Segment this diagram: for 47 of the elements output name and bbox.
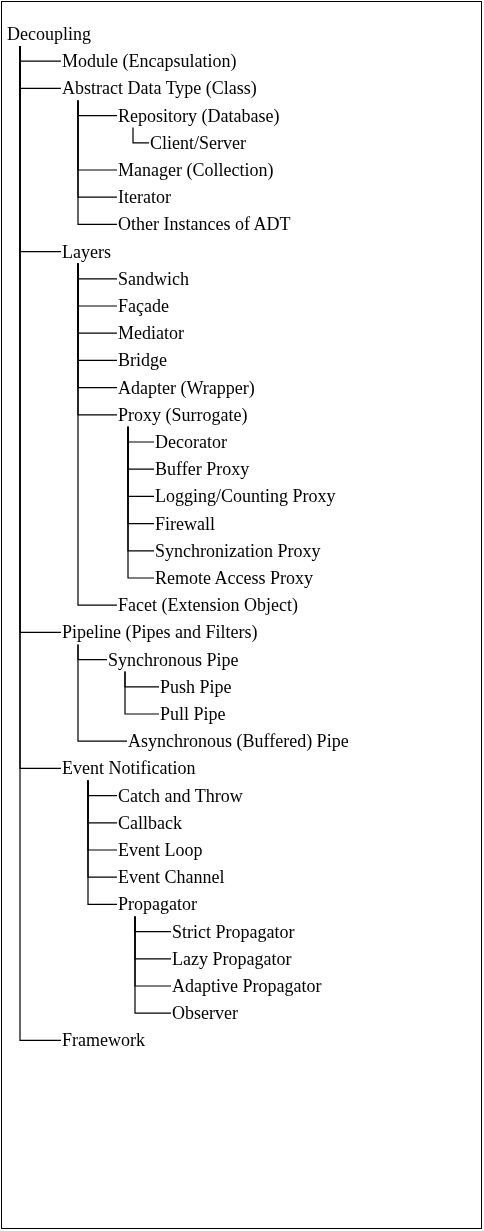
tree-connector xyxy=(77,99,118,225)
tree-label: Strict Propagator xyxy=(172,921,295,942)
tree-label: Other Instances of ADT xyxy=(118,214,291,235)
tree-connector xyxy=(77,643,128,742)
tree-label: Asynchronous (Buffered) Pipe xyxy=(128,731,349,752)
tree-label: Abstract Data Type (Class) xyxy=(62,78,257,99)
tree-label: Catch and Throw xyxy=(118,785,243,806)
tree-label: Proxy (Surrogate) xyxy=(118,404,248,425)
tree-label: Synchronization Proxy xyxy=(155,540,321,561)
tree-label: Iterator xyxy=(118,187,171,208)
tree-label: Sandwich xyxy=(118,268,189,289)
tree-label: Event Notification xyxy=(62,758,196,779)
tree-label: Firewall xyxy=(155,513,215,534)
tree-connector xyxy=(132,127,150,144)
tree-label: Façade xyxy=(118,296,169,316)
tree-label: Facet (Extension Object) xyxy=(118,595,298,616)
tree-connector xyxy=(87,779,118,905)
tree-connector xyxy=(127,426,155,579)
tree-connector xyxy=(134,915,172,1014)
tree-label: Propagator xyxy=(118,894,197,915)
tree-connector xyxy=(124,671,160,715)
tree-label: Remote Access Proxy xyxy=(155,568,313,588)
tree-label: Framework xyxy=(62,1030,145,1051)
tree-label: Synchronous Pipe xyxy=(108,649,239,670)
tree-label: Event Channel xyxy=(118,867,225,888)
tree-label: Observer xyxy=(172,1003,238,1024)
tree-label: Client/Server xyxy=(150,132,246,153)
tree-label: Adaptive Propagator xyxy=(172,976,322,996)
tree-label: Pipeline (Pipes and Filters) xyxy=(62,622,258,643)
tree-label: Bridge xyxy=(118,350,167,371)
tree-label: Push Pipe xyxy=(160,676,232,697)
tree-label: Lazy Propagator xyxy=(172,948,292,969)
tree-connector xyxy=(19,45,62,1041)
tree-label: Logging/Counting Proxy xyxy=(155,486,336,507)
tree-label: Module (Encapsulation) xyxy=(62,51,237,72)
tree-label: Buffer Proxy xyxy=(155,459,250,480)
tree-label: Manager (Collection) xyxy=(118,160,274,180)
tree-label: Callback xyxy=(118,812,182,833)
tree-label: Decorator xyxy=(155,432,227,452)
tree-label: Event Loop xyxy=(118,840,203,860)
tree-label: Repository (Database) xyxy=(118,105,280,126)
tree-connector xyxy=(77,263,118,606)
tree-label: Mediator xyxy=(118,323,184,344)
tree-label: Adapter (Wrapper) xyxy=(118,377,255,398)
tree-label: Pull Pipe xyxy=(160,704,226,724)
tree-label: Decoupling xyxy=(7,24,91,44)
tree-label: Layers xyxy=(62,241,111,262)
